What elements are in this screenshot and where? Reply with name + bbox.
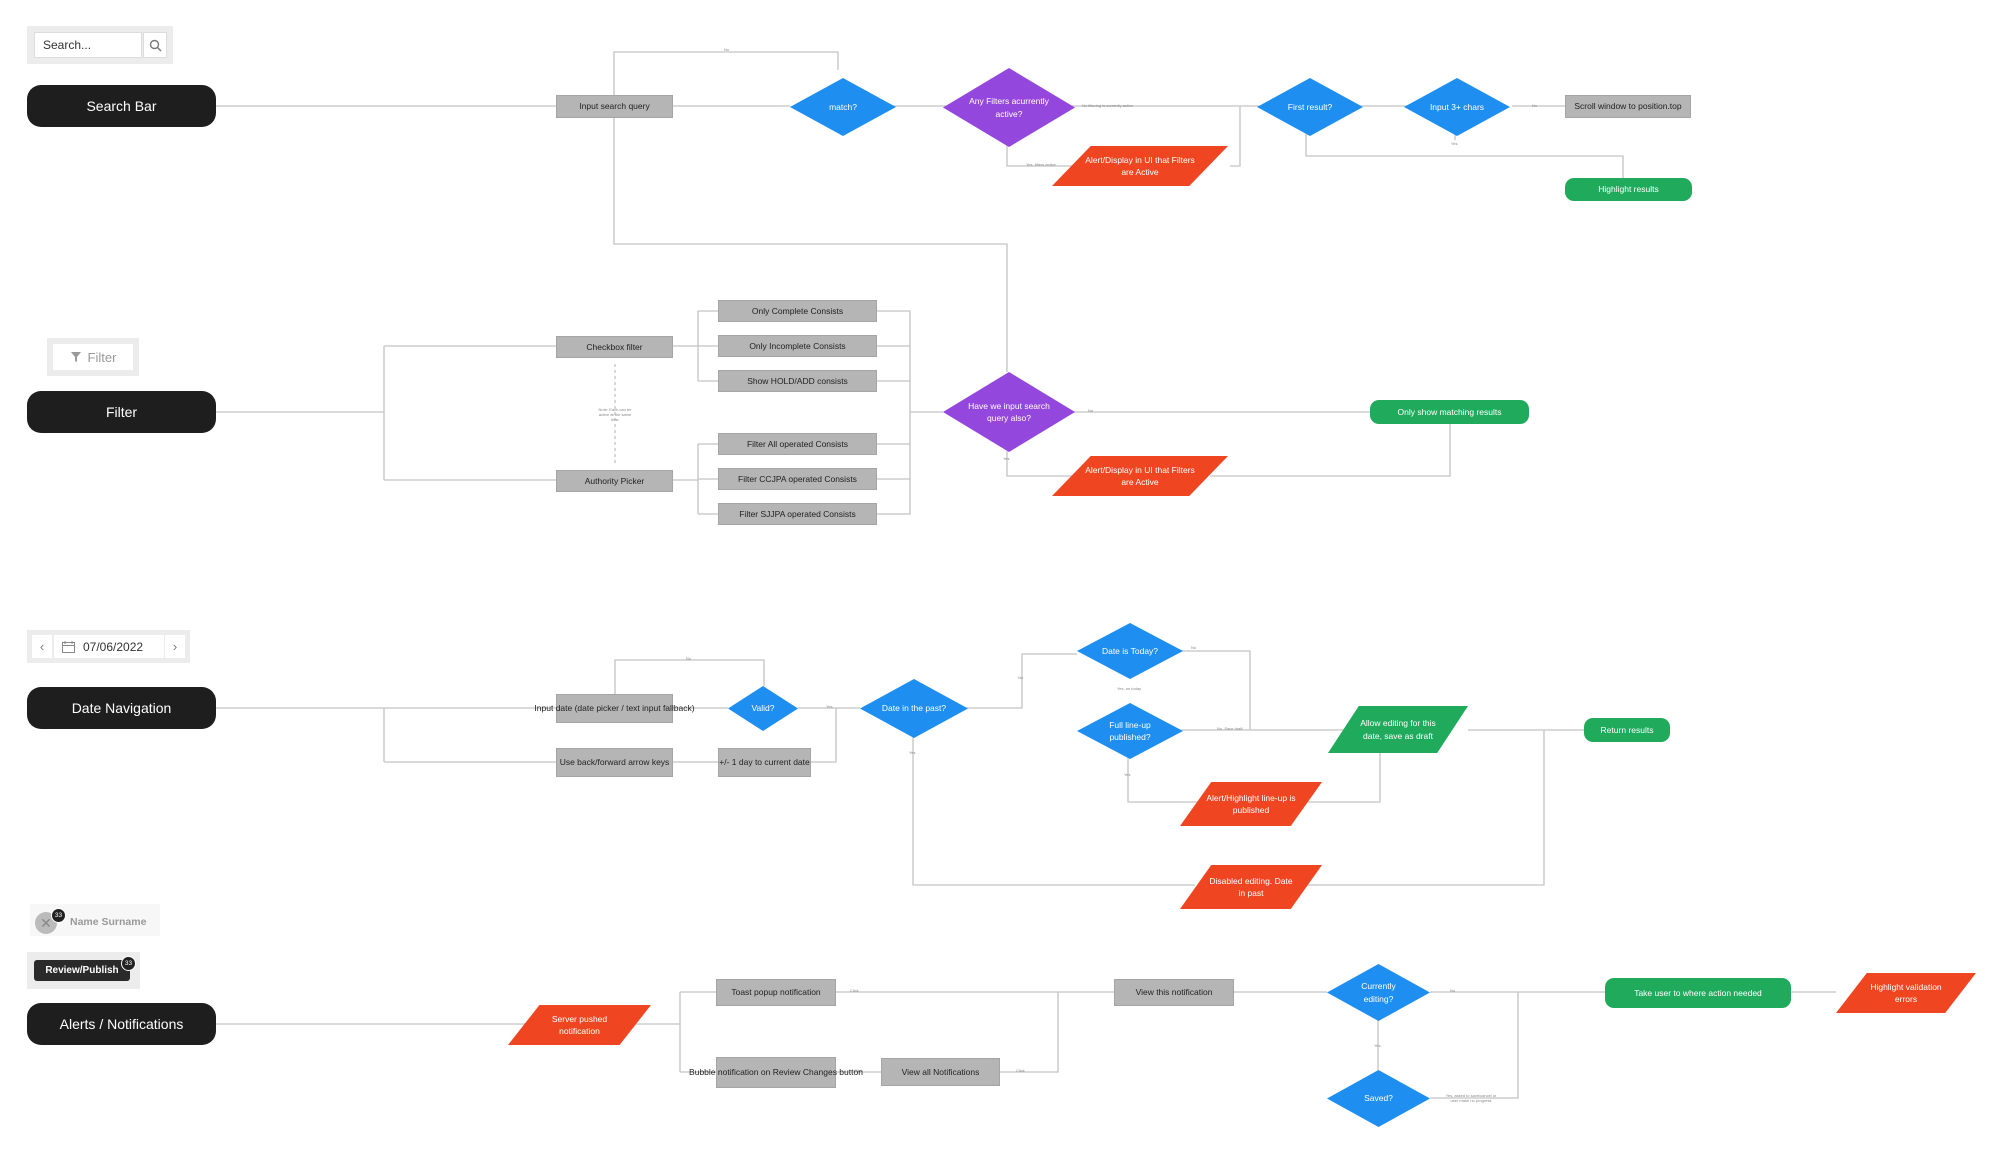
edge-label-toast-click: Click [850,988,859,993]
edge-label-published-no: No, Save draft [1217,726,1243,731]
search-widget: Search... [27,26,173,64]
node-alert-filters-active-1: Alert/Display in UI that Filters are Act… [1052,146,1228,186]
search-button[interactable] [143,32,167,58]
filter-widget: Filter [47,338,139,376]
edge-label-have-no: No [1088,408,1094,413]
edge-label-today-no: No [1191,645,1197,650]
node-view-this-notification: View this notification [1114,979,1234,1006]
user-name: Name Surname [70,916,147,928]
node-take-user: Take user to where action needed [1605,978,1791,1008]
node-filter-ccjpa: Filter CCJPA operated Consists [718,468,877,490]
edge-label-match-no: No [724,47,730,52]
node-currently-editing: Currently editing? [1327,964,1430,1021]
node-filter-all: Filter All operated Consists [718,433,877,455]
review-badge: 33 [121,956,136,971]
node-input-date: Input date (date picker / text input fal… [534,694,695,723]
node-authority-picker: Authority Picker [556,470,673,492]
node-disabled-editing: Disabled editing. Date in past [1180,865,1322,909]
edge-label-past-yes: Yes [909,750,916,755]
node-first-result: First result? [1257,78,1363,136]
date-value: 07/06/2022 [83,639,144,654]
edge-label-valid-yes: Yes [826,704,833,709]
node-use-arrow-keys: Use back/forward arrow keys [556,748,673,777]
node-any-filters-active: Any Filters acurrently active? [943,68,1075,147]
node-only-incomplete: Only Incomplete Consists [718,335,877,357]
node-highlight-results: Highlight results [1565,178,1692,201]
lane-alerts-notifications: Alerts / Notifications [27,1003,216,1045]
node-input-search-query: Input search query [556,95,673,118]
review-publish-button[interactable]: Review/Publish [34,960,130,981]
node-saved: Saved? [1327,1070,1430,1127]
edge-label-editing-no: No [1450,988,1456,993]
edge-label-filters-yes: Yes, filters active [1026,162,1056,167]
avatar-placeholder-icon: ✕ [40,914,52,931]
date-next-button[interactable]: › [165,635,185,658]
avatar-badge: 33 [51,908,66,923]
edge-label-have-yes: Yes [1003,456,1010,461]
search-placeholder: Search... [43,38,92,52]
user-chip[interactable]: ✕ 33 Name Surname [30,904,160,936]
date-widget: ‹ 07/06/2022 › [27,630,190,663]
node-allow-editing: Allow editing for this date, save as dra… [1328,706,1468,753]
node-input-3-chars: Input 3+ chars [1404,78,1510,136]
calendar-icon [62,640,75,653]
edge-label-published-yes: Yes [1124,772,1131,777]
lane-filter: Filter [27,391,216,433]
date-input[interactable]: 07/06/2022 [54,635,164,658]
node-toast-popup: Toast popup notification [716,979,836,1006]
edge-label-filters-no: No filtering is currently active [1082,103,1134,108]
node-server-pushed: Server pushed notification [508,1005,651,1045]
node-only-show-matching: Only show matching results [1370,400,1529,424]
node-full-lineup-published: Full line-up published? [1077,703,1183,759]
funnel-icon [70,352,81,362]
node-view-all-notifications: View all Notifications [881,1058,1000,1086]
date-prev-button[interactable]: ‹ [32,635,52,658]
edge-label-chars-no: No [1532,103,1538,108]
chevron-right-icon: › [172,639,178,654]
chevron-left-icon: ‹ [39,639,45,654]
node-match: match? [790,78,896,136]
node-return-results: Return results [1584,718,1670,742]
node-valid: Valid? [728,686,798,731]
filter-label: Filter [87,349,117,365]
node-bubble-notification: Bubble notification on Review Changes bu… [689,1057,863,1088]
search-icon [149,39,161,51]
node-date-in-past: Date in the past? [860,679,968,738]
lane-date-navigation: Date Navigation [27,687,216,729]
node-scroll-window: Scroll window to position.top [1565,95,1691,118]
node-date-is-today: Date is Today? [1077,623,1183,679]
node-only-complete: Only Complete Consists [718,300,877,322]
edge-label-filter-note: Note: Each can be active at the same tim… [598,407,632,422]
node-show-hold-add: Show HOLD/ADD consists [718,370,877,392]
lane-search-bar: Search Bar [27,85,216,127]
node-alert-lineup-published: Alert/Highlight line-up is published [1180,782,1322,826]
edge-label-past-no: No [1018,675,1024,680]
node-have-we-input: Have we input search query also? [943,372,1075,452]
node-highlight-validation: Highlight validation errors [1836,973,1976,1013]
node-plus-minus-day: +/- 1 day to current date [718,748,811,777]
review-widget: Review/Publish 33 [27,952,140,989]
node-filter-sjjpa: Filter SJJPA operated Consists [718,503,877,525]
node-alert-filters-active-2: Alert/Display in UI that Filters are Act… [1052,456,1228,496]
edge-label-bubble-click: Click [854,1068,863,1073]
edge-label-saved-yes: Yes, asked to save/cancel or user make n… [1445,1093,1497,1103]
edge-label-editing-yes: Yes [1374,1043,1381,1048]
filter-button[interactable]: Filter [53,344,133,370]
edge-label-today-yes: Yes, on today [1117,686,1142,691]
node-checkbox-filter: Checkbox filter [556,336,673,358]
edge-label-valid-no: No [686,656,692,661]
edge-label-all-click: Click [1016,1068,1025,1073]
search-input[interactable]: Search... [34,32,142,58]
edge-label-chars-yes: Yes [1451,141,1458,146]
